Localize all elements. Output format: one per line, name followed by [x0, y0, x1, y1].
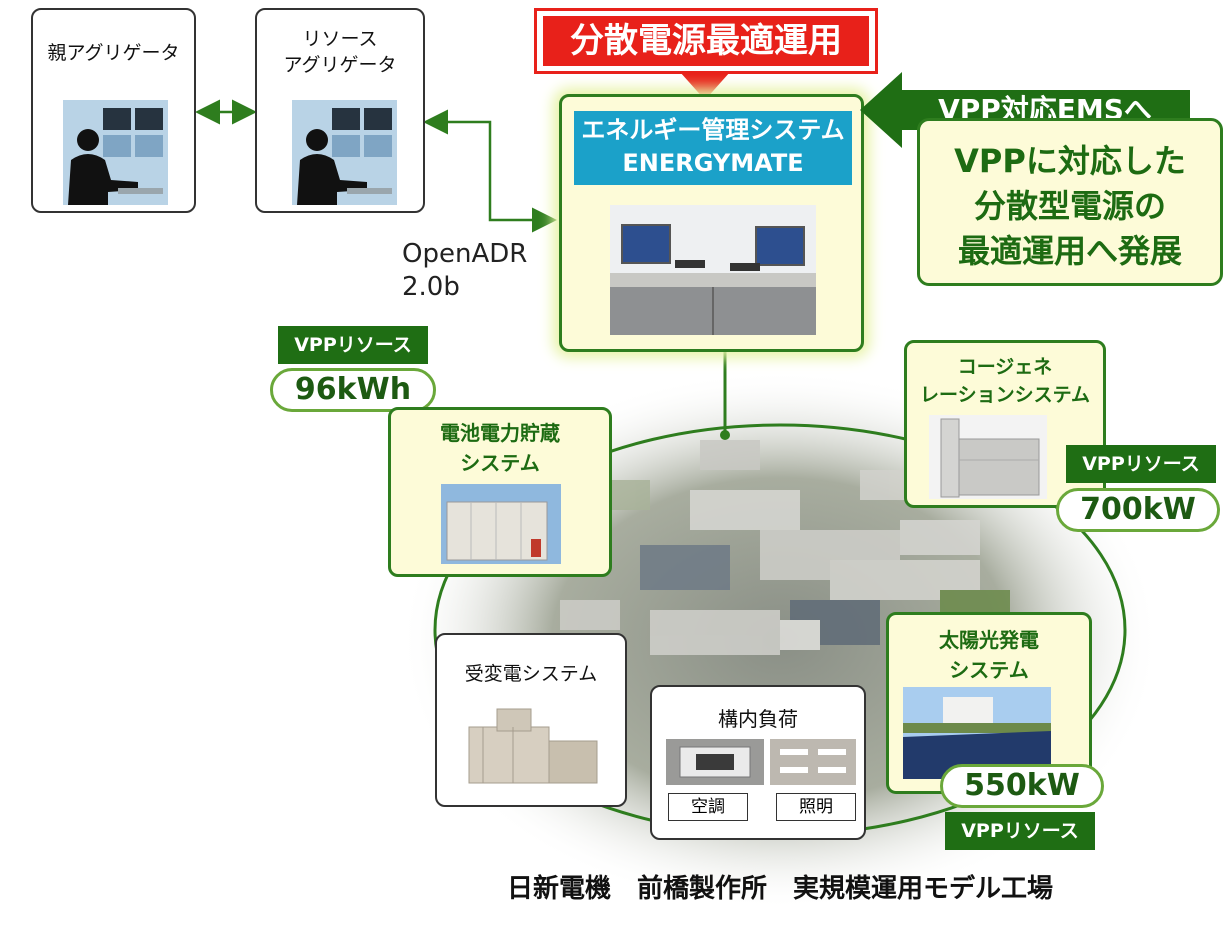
- cogeneration-label-line2: レーションシステム: [919, 384, 1091, 406]
- openadr-link-arrow: [423, 109, 557, 233]
- protocol-line2: 2.0b: [402, 272, 460, 302]
- air-conditioning-label: 空調: [668, 793, 748, 821]
- solar-label-line2: システム: [949, 658, 1029, 682]
- battery-label-line1: 電池電力貯蔵: [440, 421, 560, 445]
- battery-container-photo: [441, 484, 561, 564]
- lighting-label: 照明: [776, 793, 856, 821]
- vpp-description-box: VPPに対応した 分散型電源の 最適運用へ発展: [917, 118, 1223, 286]
- battery-capacity-value: 96kWh: [270, 368, 436, 412]
- protocol-line1: OpenADR: [402, 239, 528, 269]
- cogeneration-unit-photo: [929, 415, 1047, 499]
- lighting-icon: [770, 739, 856, 785]
- optimization-banner-text: 分散電源最適運用: [543, 16, 869, 66]
- substation-label: 受変電システム: [464, 663, 598, 685]
- solar-capacity-value: 550kW: [940, 764, 1104, 808]
- internal-load-box: 構内負荷 空調 照明: [650, 685, 866, 840]
- protocol-label: OpenADR 2.0b: [402, 238, 527, 304]
- ems-title-line2: ENERGYMATE: [622, 149, 804, 177]
- optimization-banner: 分散電源最適運用: [534, 8, 878, 74]
- resource-aggregator-box: リソース アグリゲータ: [255, 8, 425, 213]
- solar-vpp-tag: VPPリソース: [945, 812, 1095, 850]
- solar-label-line1: 太陽光発電: [939, 628, 1039, 652]
- parent-aggregator-label: 親アグリゲータ: [47, 42, 180, 64]
- vpp-description-line2: 分散型電源の: [973, 187, 1166, 225]
- battery-label-line2: システム: [460, 451, 540, 475]
- resource-aggregator-label-line1: リソース: [302, 28, 378, 50]
- banner-pointer-arrow: [680, 72, 730, 100]
- vpp-description-line1: VPPに対応した: [954, 142, 1186, 180]
- resource-aggregator-label-line2: アグリゲータ: [283, 54, 397, 76]
- ems-title: エネルギー管理システム ENERGYMATE: [574, 111, 852, 185]
- cogeneration-vpp-tag: VPPリソース: [1066, 445, 1216, 483]
- air-conditioner-icon: [666, 739, 764, 785]
- battery-vpp-tag: VPPリソース: [278, 326, 428, 364]
- ring-node: [720, 430, 730, 440]
- parent-aggregator-box: 親アグリゲータ: [31, 8, 196, 213]
- solar-system-box: 太陽光発電 システム: [886, 612, 1092, 794]
- internal-load-label: 構内負荷: [718, 707, 798, 731]
- factory-caption: 日新電機 前橋製作所 実規模運用モデル工場: [506, 874, 1053, 904]
- ems-computer-photo: [610, 205, 816, 335]
- cogeneration-capacity-value: 700kW: [1056, 488, 1220, 532]
- vpp-description-line3: 最適運用へ発展: [957, 232, 1182, 270]
- operator-icon: [292, 100, 397, 205]
- ems-box: エネルギー管理システム ENERGYMATE: [559, 94, 864, 352]
- substation-equipment-photo: [463, 701, 603, 791]
- substation-box: 受変電システム: [435, 633, 627, 807]
- ems-title-line1: エネルギー管理システム: [581, 116, 845, 144]
- battery-system-box: 電池電力貯蔵 システム: [388, 407, 612, 577]
- operator-icon: [63, 100, 168, 205]
- cogeneration-label-line1: コージェネ: [957, 356, 1053, 378]
